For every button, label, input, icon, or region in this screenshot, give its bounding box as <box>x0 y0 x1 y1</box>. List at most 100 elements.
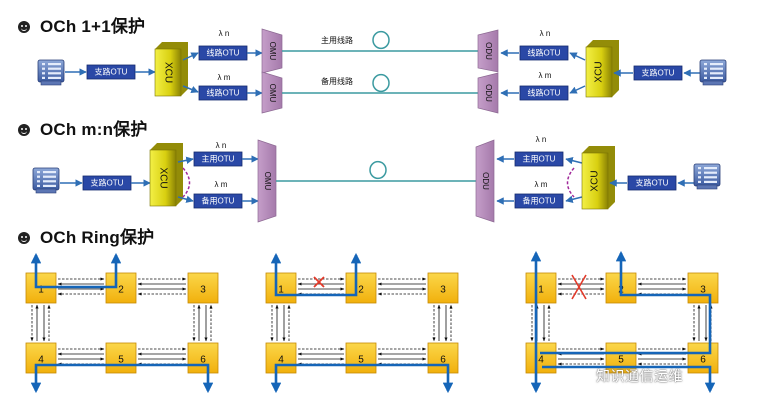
server-base <box>40 80 62 86</box>
ring-node-label: 6 <box>700 355 706 366</box>
otu-label: 支路OTU <box>95 67 128 77</box>
otu-label: 线路OTU <box>207 88 240 98</box>
ring-node: 4 <box>25 342 57 374</box>
ring-node-label: 4 <box>38 355 44 366</box>
mux-label: OMU <box>268 84 277 103</box>
mux-shape <box>261 71 283 114</box>
ring-node-box <box>427 342 459 374</box>
mux-block: OMU <box>261 71 283 114</box>
mux-shape <box>257 139 277 223</box>
xcu-block: XCU <box>581 146 615 210</box>
fiber-cut-icon <box>571 274 587 300</box>
wavelength-label: λ n <box>216 141 227 150</box>
otu-label: 支路OTU <box>642 68 675 78</box>
mux-label: ODU <box>481 172 490 190</box>
server-slot <box>704 167 717 170</box>
xcu-to-otu-arrow <box>565 195 583 204</box>
otu-label: 备用OTU <box>202 196 235 206</box>
ring-node-box <box>105 342 137 374</box>
ring-node: 5 <box>105 342 137 374</box>
protection-switch-arc <box>566 167 575 198</box>
mux-label: OMU <box>268 42 277 61</box>
server-base <box>696 184 718 190</box>
otu-box: 备用OTU <box>514 193 564 209</box>
wavelength-label: λ m <box>535 180 548 189</box>
mux-block: OMU <box>261 28 283 74</box>
server-slot <box>698 176 701 179</box>
server-slot <box>43 175 56 178</box>
otu-box: 主用OTU <box>514 151 564 167</box>
otu-box: 线路OTU <box>198 45 248 61</box>
service-path <box>542 365 716 394</box>
smiley-bullet-icon <box>18 124 30 136</box>
otu-box: 主用OTU <box>193 151 243 167</box>
service-path <box>30 363 214 394</box>
server-slot <box>37 175 40 178</box>
server-slot <box>42 63 45 66</box>
otu-rect <box>633 65 683 81</box>
xcu-face <box>149 149 177 207</box>
xcu-label: XCU <box>157 167 168 188</box>
ring-node-label: 3 <box>440 285 446 296</box>
wavelength-label: λ n <box>219 29 230 38</box>
otu-label: 线路OTU <box>528 88 561 98</box>
server-slot <box>704 176 717 179</box>
protection-line-label: 备用线路 <box>321 76 353 86</box>
mux-block: ODU <box>477 72 499 114</box>
otu-label: 线路OTU <box>207 48 240 58</box>
otu-box: 支路OTU <box>86 64 136 80</box>
server-slot <box>37 184 40 187</box>
fiber-coil-icon <box>372 30 390 50</box>
server-icon <box>37 59 65 86</box>
server-base <box>702 80 724 86</box>
och-mn-heading: OCh m:n保护 <box>18 115 148 140</box>
ring-node-label: 6 <box>440 355 446 366</box>
xcu-label: XCU <box>594 61 605 82</box>
wavelength-label: λ m <box>215 180 228 189</box>
server-icon <box>693 163 721 190</box>
server-slot <box>43 184 56 187</box>
otu-label: 支路OTU <box>636 178 669 188</box>
ring-node-label: 4 <box>278 355 284 366</box>
ring-node-label: 1 <box>278 285 284 296</box>
xcu-face <box>581 152 609 210</box>
ring-node: 3 <box>687 272 719 304</box>
server-slot <box>42 67 45 70</box>
otu-label: 主用OTU <box>202 154 235 164</box>
mux-shape <box>477 29 499 73</box>
server-slot <box>37 171 40 174</box>
ring-node: 4 <box>525 342 557 374</box>
ring-node-box <box>265 342 297 374</box>
xcu-to-otu-arrow <box>182 85 199 93</box>
server-slot <box>704 63 707 66</box>
otu-rect <box>519 85 569 101</box>
otu-box: 线路OTU <box>519 45 569 61</box>
server-slot <box>704 76 707 79</box>
och-ring-title: OCh Ring保护 <box>40 228 155 247</box>
ring-node-label: 6 <box>200 355 206 366</box>
ring-node: 6 <box>427 342 459 374</box>
otu-box: 线路OTU <box>519 85 569 101</box>
service-path <box>30 252 122 289</box>
service-path <box>540 250 712 355</box>
otu-rect <box>627 175 677 191</box>
service-path <box>270 363 454 394</box>
mux-label: OMU <box>263 172 272 191</box>
server-slot <box>48 63 61 66</box>
service-path <box>270 252 362 297</box>
ring-node: 3 <box>187 272 219 304</box>
server-slot <box>710 72 723 75</box>
server-slot <box>42 76 45 79</box>
otu-label: 主用OTU <box>523 154 556 164</box>
xcu-block: XCU <box>149 143 183 207</box>
mux-block: OMU <box>257 139 277 223</box>
xcu-block: XCU <box>154 42 188 97</box>
ring-node: 6 <box>187 342 219 374</box>
